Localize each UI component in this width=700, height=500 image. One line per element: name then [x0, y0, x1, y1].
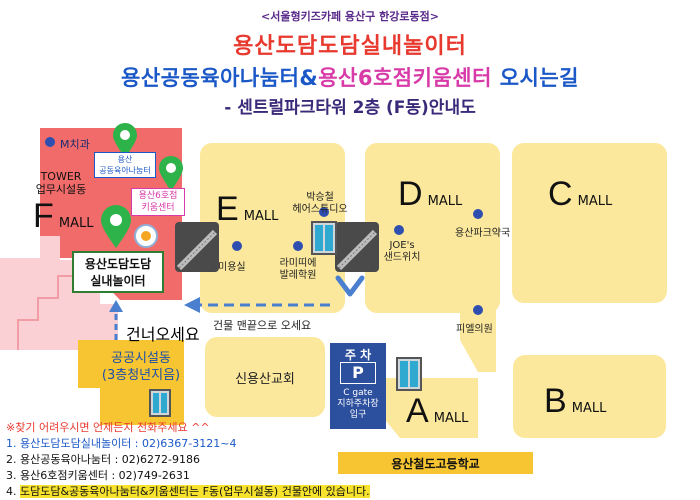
secondary-title: 용산공동육아나눔터&용산6호점키움센터 오시는길 — [0, 62, 700, 92]
lamitie-label: 라미띠에 발레학원 — [279, 258, 317, 281]
f-mall-label: F MALL — [33, 197, 93, 236]
e-mall-block — [200, 143, 345, 313]
nanum-center-box[interactable]: 용산 공동육아나눔터 — [94, 152, 156, 178]
d-mall-label: D MALL — [398, 175, 462, 214]
m-clinic-label: M치과 — [60, 138, 90, 151]
title-part-directions: 오시는길 — [491, 66, 579, 90]
parking-gate-label: C gate 지하주차장 입구 — [337, 388, 379, 420]
c-mall-suffix: MALL — [577, 194, 613, 209]
elevator-icon — [149, 389, 171, 417]
pharmacy-label: 용산파크약국 — [455, 228, 511, 239]
park-hair-label: 박승철 헤어스튜디오 — [292, 192, 348, 215]
store-dot-icon — [232, 241, 242, 251]
cross-over-label: 건너오세요 — [126, 325, 200, 344]
pel-clinic-label: 피엘의원 — [456, 324, 493, 335]
contact-line-prefix: 4. — [6, 485, 20, 498]
e-mall-suffix: MALL — [243, 209, 279, 224]
title-part-nanum: 용산공동육아나눔터& — [121, 66, 319, 90]
location-pin-icon — [159, 156, 183, 191]
location-pin-icon — [101, 205, 131, 248]
c-mall-letter: C — [548, 175, 573, 213]
title-part-kium: 용산6호점키움센터 — [318, 66, 492, 90]
location-pin-icon — [113, 123, 137, 158]
church-label: 신용산교회 — [235, 372, 295, 387]
main-title: 용산도담도담실내놀이터 — [233, 34, 467, 59]
location-highlight: 도담도담&공동육아나눔터&키움센터는 F동(업무시설동) 건물안에 있습니다. — [20, 485, 370, 498]
d-mall-letter: D — [398, 175, 423, 213]
b-mall-block — [513, 355, 666, 438]
escalator-icon — [175, 222, 219, 272]
church-block — [205, 337, 325, 417]
store-dot-icon — [473, 305, 483, 315]
f-mall-letter: F — [33, 197, 54, 235]
school-label: 용산철도고등학교 — [391, 457, 480, 471]
store-dot-icon — [394, 225, 404, 235]
contact-line-location: 4. 도담도담&공동육아나눔터&키움센터는 F동(업무시설동) 건물안에 있습니… — [6, 484, 370, 500]
joes-label: JOE's 샌드위치 — [383, 240, 421, 263]
building-end-label: 건물 맨끝으로 오세요 — [213, 319, 312, 332]
a-mall-letter: A — [406, 392, 429, 430]
up-arrow-icon — [109, 300, 123, 312]
a-mall-label: A MALL — [406, 392, 468, 431]
store-dot-icon — [293, 241, 303, 251]
beauty-salon-label: 미용실 — [218, 262, 246, 273]
tower-subtitle: 업무시설동 — [35, 183, 87, 196]
playground-box[interactable]: 용산도담도담 실내놀이터 — [72, 251, 164, 293]
e-mall-letter: E — [216, 190, 239, 228]
c-mall-label: C MALL — [548, 175, 612, 214]
left-arrow-icon — [184, 297, 200, 313]
escalator-icon — [335, 222, 379, 272]
contact-info: ※찾기 어려우시면 언제든지 전화주세요 ^^ 1. 용산도담도담실내놀이터 :… — [6, 420, 370, 500]
b-mall-suffix: MALL — [571, 401, 607, 416]
kids-cafe-logo-center — [141, 231, 151, 241]
e-mall-label: E MALL — [216, 190, 278, 229]
b-mall-letter: B — [544, 382, 567, 420]
store-dot-icon — [45, 137, 55, 147]
contact-line-playground: 1. 용산도담도담실내놀이터 : 02)6367-3121~4 — [6, 437, 237, 450]
subtitle: <서울형키즈카페 용산구 한강로동점> — [261, 10, 439, 23]
store-dot-icon — [319, 207, 329, 217]
a-mall-suffix: MALL — [433, 411, 469, 426]
b-mall-label: B MALL — [544, 382, 606, 421]
guide-subtitle: - 센트럴파크타워 2층 (F동)안내도 — [224, 98, 476, 118]
kium-center-box[interactable]: 용산6호점 키움센터 — [131, 188, 185, 216]
parking-title: 주 차 — [344, 348, 372, 362]
d-mall-suffix: MALL — [427, 194, 463, 209]
contact-note: ※찾기 어려우시면 언제든지 전화주세요 ^^ — [6, 421, 210, 434]
contact-line-kium: 3. 용산6호점키움센터 : 02)749-2631 — [6, 469, 190, 482]
elevator-icon — [396, 357, 422, 391]
contact-line-nanum: 2. 용산공동육아나눔터 : 02)6272-9186 — [6, 453, 201, 466]
tower-label: TOWER 업무시설동 — [28, 170, 94, 196]
down-arrow-icon — [335, 275, 365, 297]
store-dot-icon — [473, 209, 483, 219]
tower-title: TOWER — [40, 170, 82, 183]
parking-p-icon: P — [340, 362, 376, 384]
school-block — [338, 452, 533, 474]
a-mall-block — [385, 378, 478, 438]
public-building-label: 공공시설동 (3층청년지음) — [101, 351, 181, 383]
pel-clinic-block — [460, 265, 496, 372]
parking-block — [330, 343, 386, 429]
elevator-icon — [311, 221, 337, 255]
f-mall-suffix: MALL — [58, 216, 94, 231]
c-mall-block — [512, 143, 667, 303]
